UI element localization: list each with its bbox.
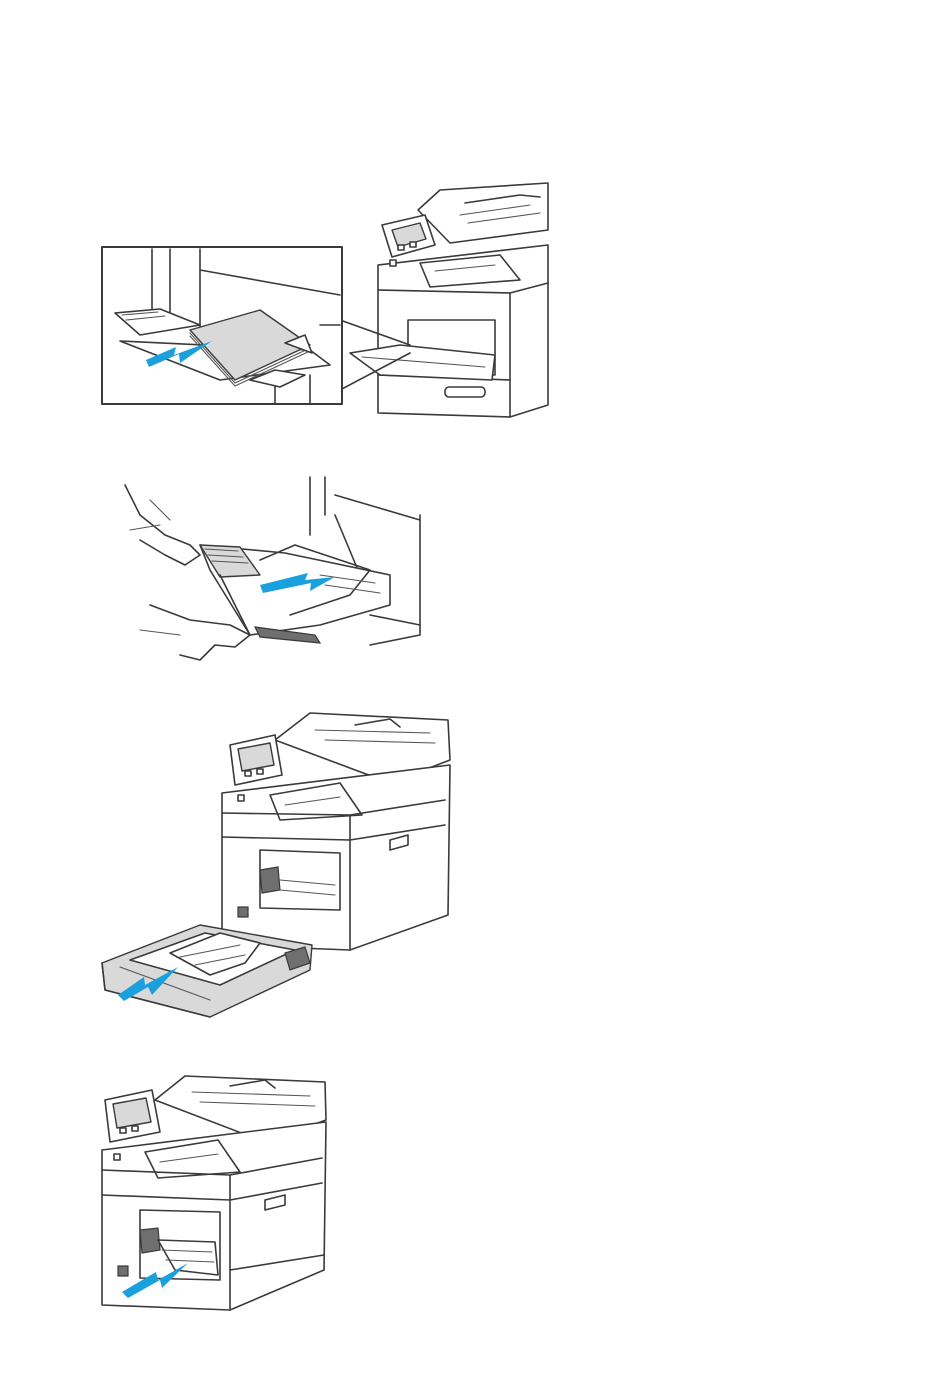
printer-icon	[222, 713, 450, 950]
printer-icon	[102, 1076, 326, 1310]
inset-detail	[102, 247, 342, 404]
figure-pull-out-tray	[100, 705, 455, 1020]
tray-icon	[102, 925, 312, 1017]
figure-remove-tray-hands	[120, 475, 440, 665]
printer-icon	[350, 183, 548, 417]
tray-icon	[200, 545, 390, 643]
figure-bypass-tray	[100, 175, 550, 425]
figure-remove-jammed-paper	[100, 1070, 330, 1315]
